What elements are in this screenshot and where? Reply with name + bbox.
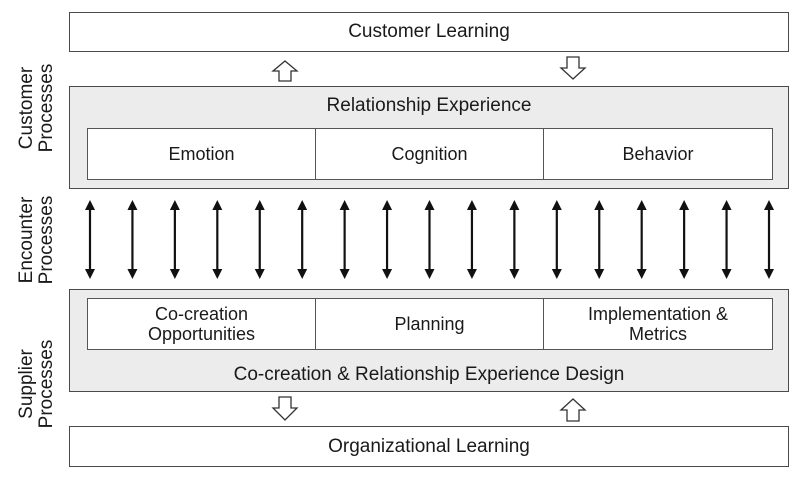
double-arrow-head-up: [212, 200, 223, 210]
cell-emotion: Emotion: [88, 129, 316, 179]
double-arrow-head-down: [636, 269, 647, 279]
double-arrow-head-down: [509, 269, 520, 279]
hollow-down-arrow-bottom: [271, 396, 299, 421]
double-arrow-head-down: [594, 269, 605, 279]
hollow-up-arrow-top: [271, 60, 299, 82]
design-block: Co-creation Opportunities Planning Imple…: [69, 289, 789, 392]
double-arrow-head-up: [636, 200, 647, 210]
double-arrow-head-up: [424, 200, 435, 210]
double-arrow-head-up: [85, 200, 95, 210]
double-arrow-head-up: [382, 200, 393, 210]
customer-learning-box: Customer Learning: [69, 12, 789, 52]
double-arrow-head-down: [254, 269, 265, 279]
relationship-experience-block: Relationship Experience Emotion Cognitio…: [69, 86, 789, 189]
double-arrow-head-down: [127, 269, 138, 279]
double-arrow-head-down: [466, 269, 477, 279]
hollow-up-arrow-bottom: [559, 398, 587, 422]
double-arrow-head-up: [169, 200, 180, 210]
design-cells: Co-creation Opportunities Planning Imple…: [87, 298, 773, 350]
double-arrow-head-up: [127, 200, 138, 210]
double-arrow-head-down: [85, 269, 95, 279]
double-arrow-head-down: [679, 269, 690, 279]
double-arrow-head-down: [721, 269, 732, 279]
cell-cognition: Cognition: [316, 129, 544, 179]
double-arrow-head-down: [551, 269, 562, 279]
customer-learning-label: Customer Learning: [348, 21, 510, 42]
relationship-experience-cells: Emotion Cognition Behavior: [87, 128, 773, 180]
double-arrow-head-up: [764, 200, 774, 210]
double-arrow-head-up: [297, 200, 308, 210]
cell-behavior: Behavior: [544, 129, 772, 179]
cell-implementation-metrics: Implementation & Metrics: [544, 299, 772, 349]
double-arrow-head-down: [424, 269, 435, 279]
double-arrow-head-up: [594, 200, 605, 210]
double-arrow-head-down: [382, 269, 393, 279]
double-arrow-head-up: [339, 200, 350, 210]
double-arrow-head-down: [169, 269, 180, 279]
double-arrow-head-up: [551, 200, 562, 210]
double-arrow-head-up: [721, 200, 732, 210]
double-arrow-head-up: [679, 200, 690, 210]
double-arrow-head-down: [764, 269, 774, 279]
cell-co-creation-opportunities: Co-creation Opportunities: [88, 299, 316, 349]
cell-planning: Planning: [316, 299, 544, 349]
organizational-learning-label: Organizational Learning: [328, 435, 530, 457]
organizational-learning-box: Organizational Learning: [69, 426, 789, 467]
design-caption: Co-creation & Relationship Experience De…: [233, 364, 625, 385]
double-arrow-head-down: [339, 269, 350, 279]
hollow-down-arrow-top: [559, 56, 587, 80]
double-arrow-head-down: [297, 269, 308, 279]
double-arrow-head-up: [466, 200, 477, 210]
double-arrow-head-down: [212, 269, 223, 279]
double-arrow-head-up: [254, 200, 265, 210]
double-arrow-head-up: [509, 200, 520, 210]
relationship-experience-title: Relationship Experience: [326, 95, 532, 116]
